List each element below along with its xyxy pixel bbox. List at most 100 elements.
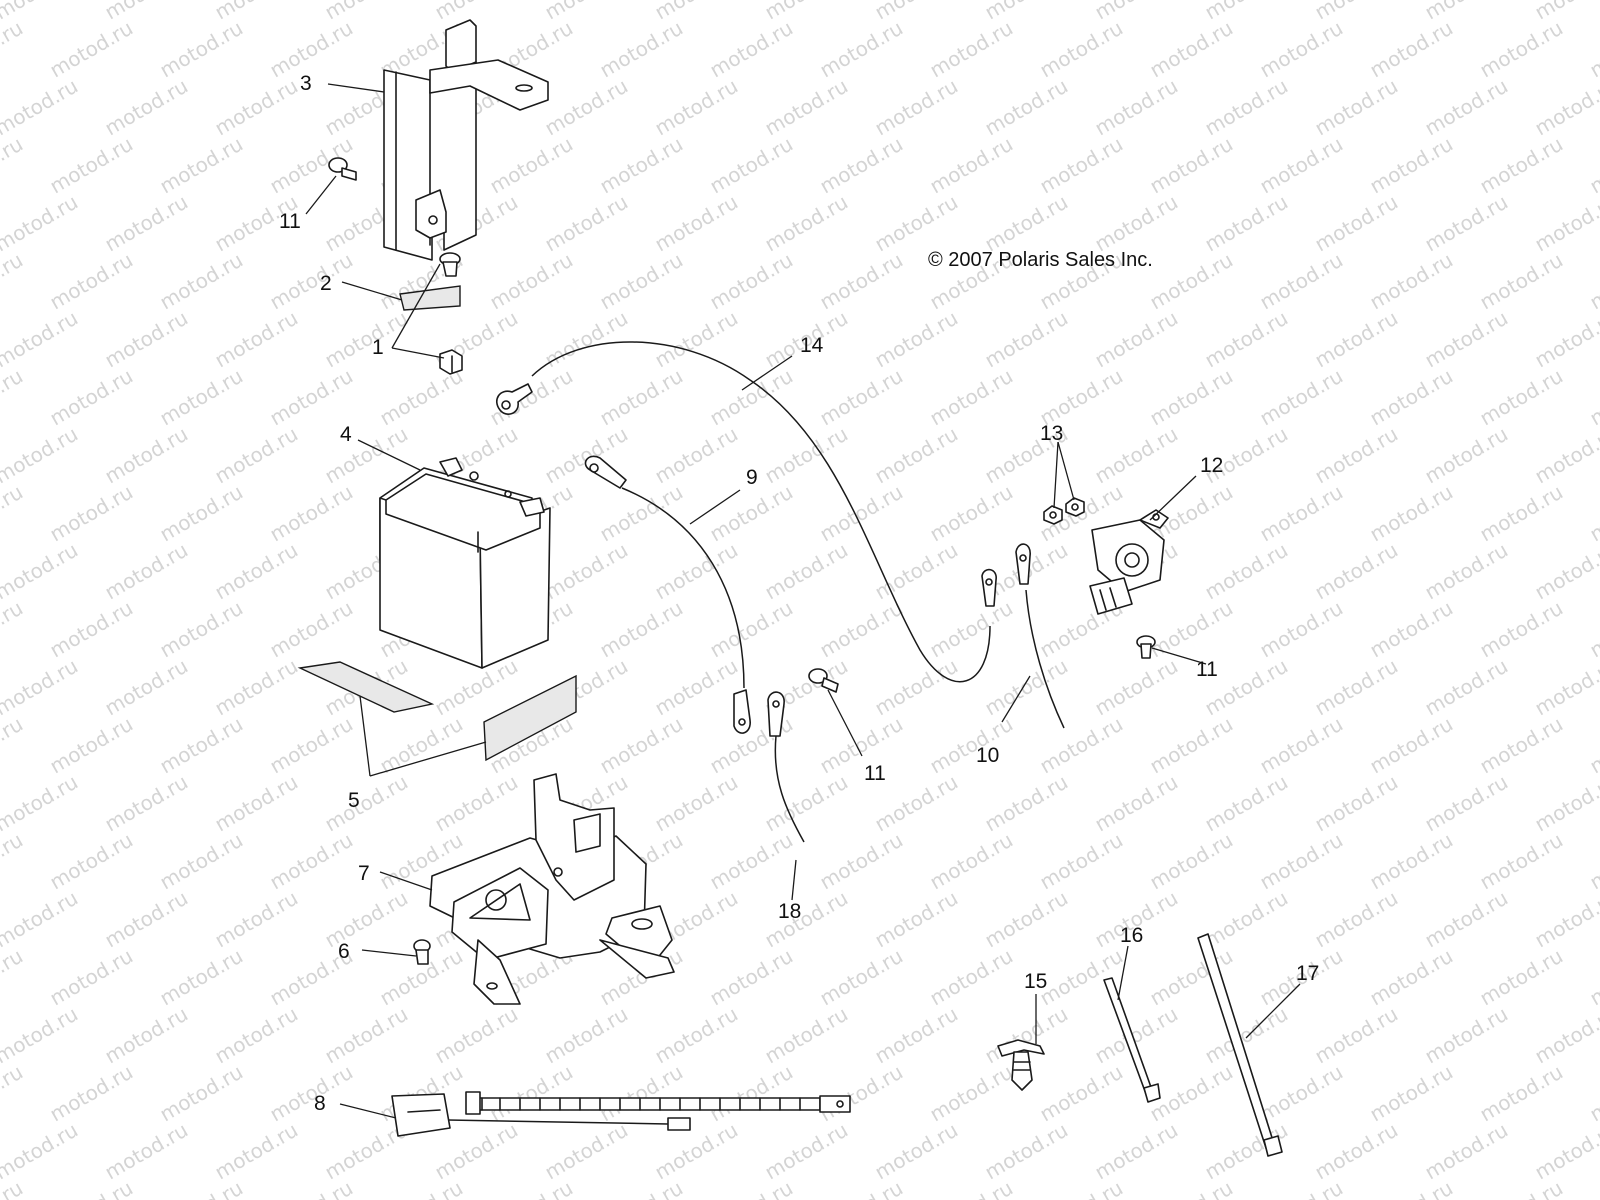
watermark-text: motod.ru [431, 770, 522, 837]
watermark-text: motod.ru [46, 712, 137, 779]
bolt-top [328, 157, 357, 181]
callout-8: 8 [314, 1092, 326, 1115]
watermark-text: motod.ru [1531, 770, 1600, 837]
watermark-text: motod.ru [1256, 16, 1347, 83]
watermark-text: motod.ru [46, 1176, 137, 1200]
watermark-text: motod.ru [1311, 1002, 1402, 1069]
watermark-text: motod.ru [981, 190, 1072, 257]
watermark-text: motod.ru [1146, 16, 1237, 83]
watermark-text: motod.ru [1531, 422, 1600, 489]
callout-13: 13 [1040, 422, 1063, 445]
watermark-text: motod.ru [0, 190, 82, 257]
watermark-text: motod.ru [1476, 248, 1567, 315]
watermark-text: motod.ru [1586, 480, 1600, 547]
watermark-text: motod.ru [541, 190, 632, 257]
watermark-text: motod.ru [1531, 0, 1600, 24]
watermark-text: motod.ru [1036, 364, 1127, 431]
watermark-text: motod.ru [596, 480, 687, 547]
watermark-text: motod.ru [0, 422, 82, 489]
watermark-text: motod.ru [816, 364, 907, 431]
terminal-bolt-and-nut [439, 252, 463, 375]
watermark-text: motod.ru [101, 190, 192, 257]
callout-5: 5 [348, 789, 360, 812]
battery-pad-left [297, 661, 435, 713]
watermark-text: motod.ru [541, 74, 632, 141]
watermark-text: motod.ru [1366, 828, 1457, 895]
watermark-text: motod.ru [1366, 596, 1457, 663]
watermark-text: motod.ru [761, 422, 852, 489]
watermark-text: motod.ru [541, 538, 632, 605]
watermark-text: motod.ru [761, 0, 852, 24]
watermark-text: motod.ru [101, 886, 192, 953]
watermark-text: motod.ru [101, 74, 192, 141]
watermark-text: motod.ru [871, 190, 962, 257]
watermark-text: motod.ru [1586, 132, 1600, 199]
watermark-text: motod.ru [926, 828, 1017, 895]
watermark-text: motod.ru [1476, 944, 1567, 1011]
watermark-text: motod.ru [1421, 1118, 1512, 1185]
battery-hold-down-bracket [383, 19, 549, 261]
watermark-text: motod.ru [156, 828, 247, 895]
watermark-text: motod.ru [816, 132, 907, 199]
battery-cable-9 [584, 455, 751, 734]
watermark-text: motod.ru [266, 596, 357, 663]
watermark-text: motod.ru [816, 248, 907, 315]
watermark-text: motod.ru [1586, 828, 1600, 895]
watermark-text: motod.ru [761, 190, 852, 257]
watermark-text: motod.ru [0, 538, 82, 605]
watermark-text: motod.ru [871, 1118, 962, 1185]
watermark-text: motod.ru [0, 654, 82, 721]
watermark-text: motod.ru [981, 654, 1072, 721]
watermark-text: motod.ru [871, 886, 962, 953]
watermark-text: motod.ru [1036, 712, 1127, 779]
watermark-text: motod.ru [156, 248, 247, 315]
watermark-text: motod.ru [1421, 74, 1512, 141]
watermark-text: motod.ru [1476, 1060, 1567, 1127]
watermark-text: motod.ru [46, 16, 137, 83]
watermark-text: motod.ru [0, 944, 27, 1011]
watermark-text: motod.ru [1476, 132, 1567, 199]
watermark-text: motod.ru [1091, 654, 1182, 721]
watermark-text: motod.ru [0, 364, 27, 431]
watermark-text: motod.ru [1091, 0, 1182, 24]
watermark-text: motod.ru [1531, 1118, 1600, 1185]
watermark-text: motod.ru [926, 1176, 1017, 1200]
watermark-text: motod.ru [1366, 364, 1457, 431]
watermark-text: motod.ru [1586, 944, 1600, 1011]
watermark-text: motod.ru [211, 886, 302, 953]
callout-14: 14 [800, 334, 824, 357]
watermark-text: motod.ru [156, 1060, 247, 1127]
watermark-text: motod.ru [376, 712, 467, 779]
bolt-right [1136, 635, 1156, 659]
watermark-text: motod.ru [0, 74, 82, 141]
watermark-text: motod.ru [1366, 132, 1457, 199]
watermark-text: motod.ru [486, 248, 577, 315]
watermark-text: motod.ru [1476, 712, 1567, 779]
watermark-text: motod.ru [926, 364, 1017, 431]
watermark-text: motod.ru [0, 480, 27, 547]
watermark-text: motod.ru [1421, 1002, 1512, 1069]
watermark-text: motod.ru [761, 74, 852, 141]
watermark-text: motod.ru [1366, 1060, 1457, 1127]
watermark-text: motod.ru [211, 654, 302, 721]
watermark-text: motod.ru [0, 132, 27, 199]
watermark-text: motod.ru [376, 1176, 467, 1200]
watermark-text: motod.ru [1311, 538, 1402, 605]
watermark-text: motod.ru [156, 364, 247, 431]
watermark-text: motod.ru [211, 538, 302, 605]
callout-16: 16 [1120, 924, 1143, 947]
watermark-text: motod.ru [981, 1118, 1072, 1185]
watermark-text: motod.ru [651, 654, 742, 721]
watermark-text: motod.ru [981, 886, 1072, 953]
watermark-text: motod.ru [1366, 944, 1457, 1011]
watermark-text: motod.ru [0, 1002, 82, 1069]
watermark-text: motod.ru [651, 190, 742, 257]
watermark-text: motod.ru [156, 16, 247, 83]
watermark-text: motod.ru [1531, 1002, 1600, 1069]
watermark-text: motod.ru [321, 306, 412, 373]
watermark-text: motod.ru [651, 422, 742, 489]
watermark-text: motod.ru [101, 306, 192, 373]
callout-15: 15 [1024, 970, 1047, 993]
callout-2: 2 [320, 272, 332, 295]
watermark-text: motod.ru [211, 1118, 302, 1185]
